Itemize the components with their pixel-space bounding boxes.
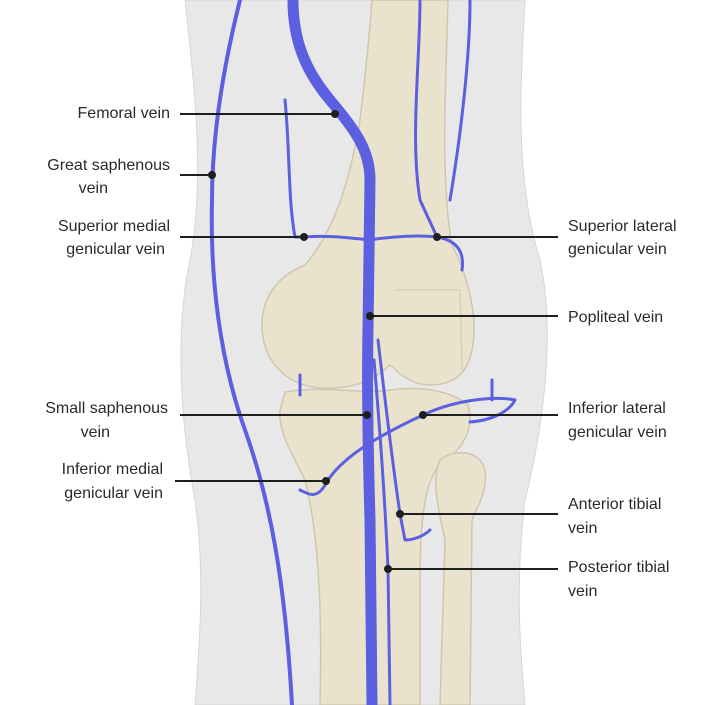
leader-lines <box>175 110 558 573</box>
label-femoral-vein: Femoral vein <box>78 105 170 122</box>
label-popliteal-vein: Popliteal vein <box>568 309 663 326</box>
fibula <box>434 451 487 705</box>
veins <box>209 0 517 705</box>
femur-condyle-line <box>395 289 463 371</box>
